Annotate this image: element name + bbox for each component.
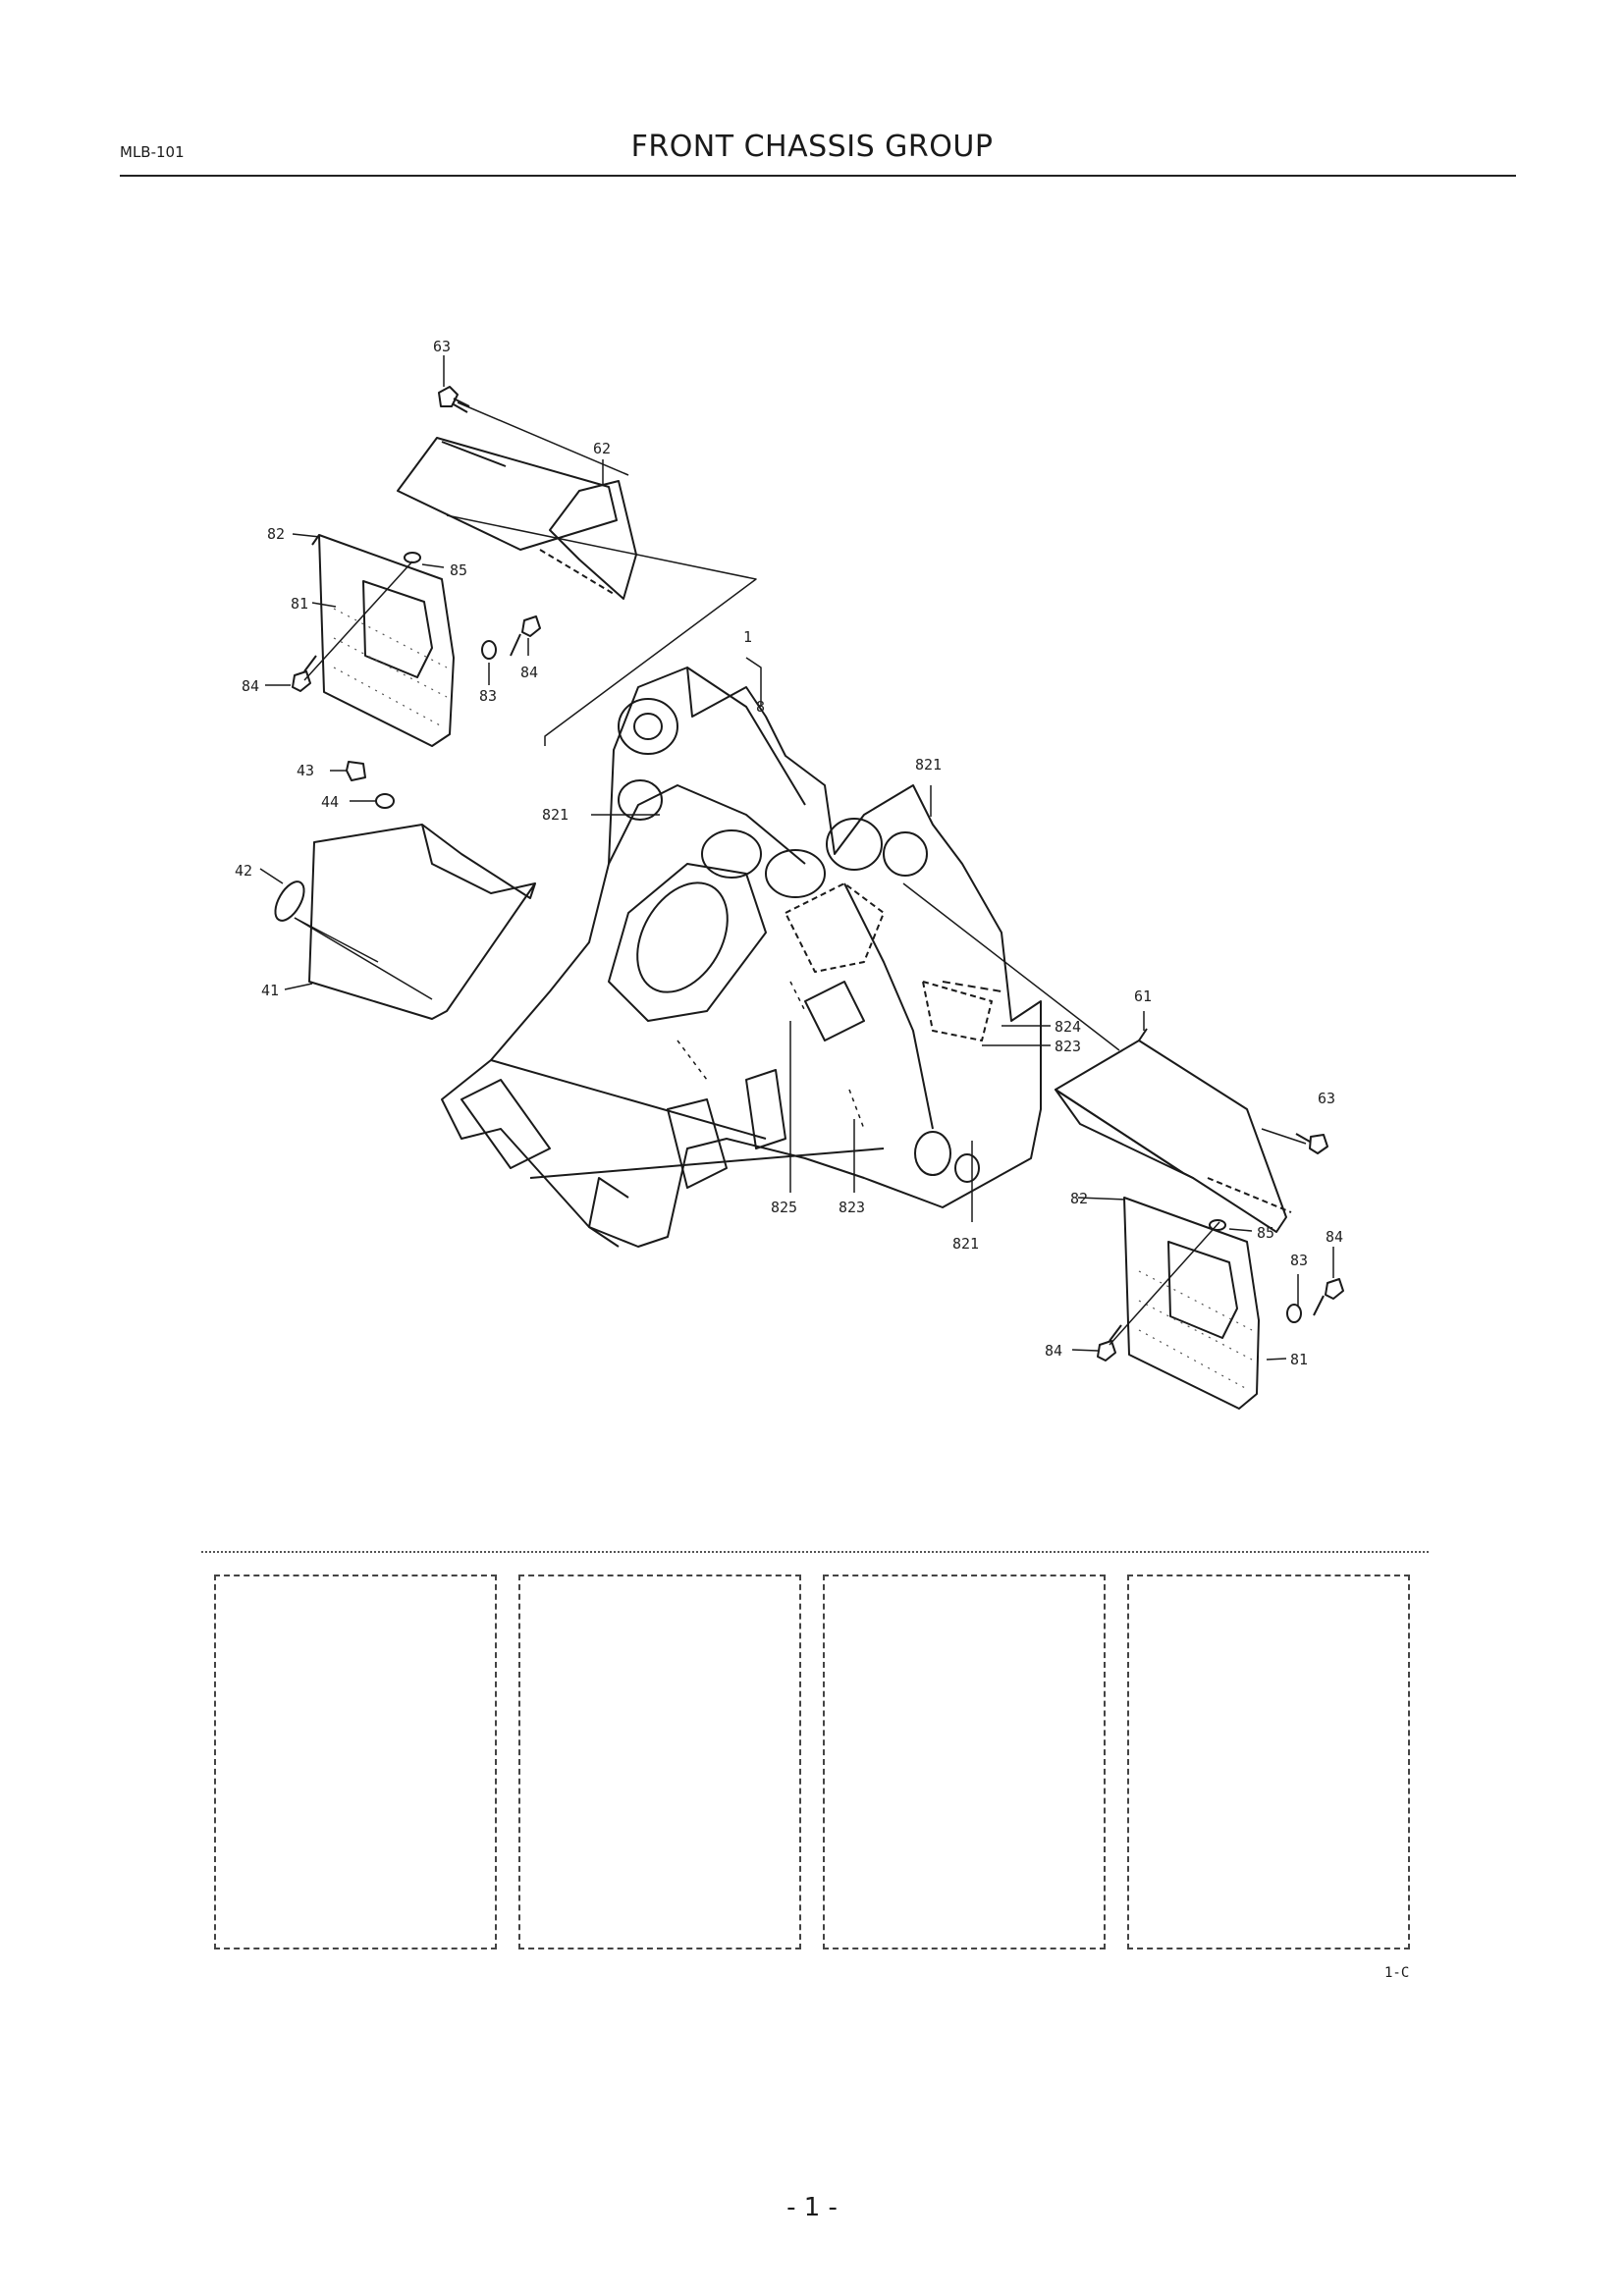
callout-84-left-bolt: 84 [242, 677, 259, 695]
callout-62: 62 [593, 440, 611, 457]
callout-84-left: 84 [520, 664, 538, 681]
leader-42 [294, 917, 433, 1000]
callout-821-left: 821 [542, 806, 568, 824]
bolt-84-left-bottom [292, 655, 317, 692]
mudflap-right-texture [1138, 1270, 1253, 1390]
callout-1: 1 [743, 628, 752, 646]
bolt-84-right-bottom [1097, 1324, 1122, 1362]
grommet-42 [274, 881, 305, 922]
assembly-line-61 [902, 882, 1120, 1051]
callout-82-left: 82 [267, 525, 285, 543]
callout-44: 44 [321, 793, 339, 811]
washer-85-right [1209, 1219, 1226, 1231]
callout-83-right: 83 [1290, 1252, 1308, 1269]
bolt-63-right [1295, 1133, 1328, 1154]
mudflap-left-texture [333, 608, 448, 727]
callout-83-left: 83 [479, 687, 497, 705]
callout-84-right: 84 [1326, 1228, 1343, 1246]
figure-code: 1-C [1384, 1965, 1410, 1981]
callout-85-right: 85 [1257, 1224, 1274, 1242]
empty-panel-4 [1127, 1575, 1410, 1949]
callout-42: 42 [235, 862, 252, 880]
bolt-84-right [1313, 1278, 1344, 1316]
leader-85-right [1109, 1221, 1220, 1346]
callout-8: 8 [756, 698, 765, 716]
assembly-line-62 [446, 514, 757, 746]
section-separator [201, 1551, 1429, 1553]
washer-44 [375, 793, 395, 809]
header-rule [120, 175, 1516, 177]
nut-43 [346, 761, 366, 781]
empty-panel-2 [518, 1575, 801, 1949]
washer-83-left [481, 640, 497, 660]
leader-85-left [303, 561, 413, 681]
callout-82-right: 82 [1070, 1190, 1088, 1207]
callout-825: 825 [771, 1199, 797, 1216]
front-chassis-frame [441, 667, 1042, 1248]
callout-81-right: 81 [1290, 1351, 1308, 1368]
callout-821-top: 821 [915, 756, 942, 774]
bracket-1-8 [745, 657, 762, 707]
frame-detail-dashes [677, 981, 865, 1130]
leader-63-top [457, 401, 629, 476]
exploded-parts-diagram: 63 62 82 85 81 84 83 84 1 8 43 44 821 82… [235, 338, 1344, 1410]
document-code: MLB-101 [120, 143, 185, 161]
callout-61: 61 [1134, 988, 1152, 1005]
cover-plate-61 [1055, 1028, 1292, 1233]
callout-leaders [259, 355, 1334, 1361]
washer-85-left [404, 552, 421, 563]
washer-83-right [1286, 1304, 1302, 1323]
callout-63-top: 63 [433, 338, 451, 355]
callout-41: 41 [261, 982, 279, 999]
mudflap-right-81 [1123, 1197, 1260, 1410]
callout-85-left: 85 [450, 561, 467, 579]
callout-81-left: 81 [291, 595, 308, 613]
callout-63-right: 63 [1318, 1090, 1335, 1107]
page-number: - 1 - [786, 2193, 838, 2222]
empty-panel-3 [823, 1575, 1106, 1949]
mudflap-left-81 [311, 534, 455, 747]
callout-43: 43 [297, 762, 314, 779]
empty-panel-1 [214, 1575, 497, 1949]
page-title: FRONT CHASSIS GROUP [630, 130, 994, 164]
bolt-84-left [510, 615, 541, 657]
leader-63-right [1261, 1128, 1307, 1145]
callout-824: 824 [1055, 1018, 1081, 1036]
callout-821-bottom: 821 [952, 1235, 979, 1253]
bolt-63-top [438, 386, 470, 413]
callout-84-right-bolt: 84 [1045, 1342, 1062, 1360]
plate-41 [308, 824, 536, 1020]
callout-823-right: 823 [1055, 1038, 1081, 1055]
cover-plate-62 [397, 437, 637, 600]
callout-823-bottom: 823 [839, 1199, 865, 1216]
